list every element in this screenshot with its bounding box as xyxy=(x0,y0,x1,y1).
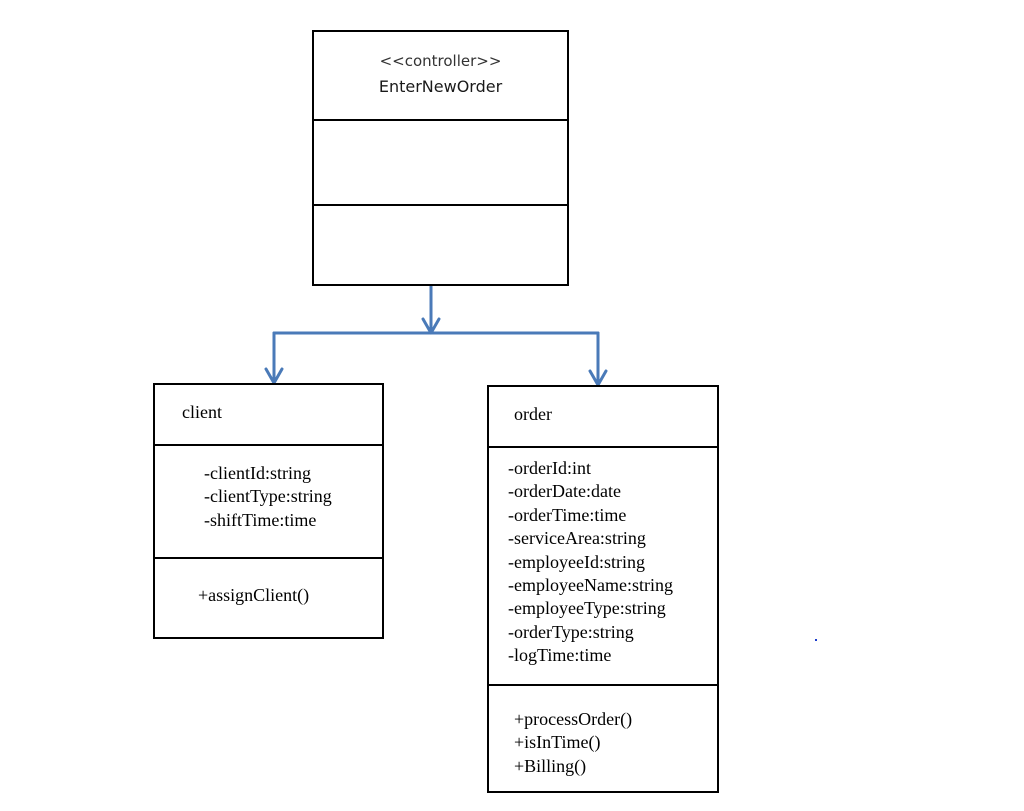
order-class-box: order -orderId:int -orderDate:date -orde… xyxy=(487,385,719,793)
order-attribute: -employeeId:string xyxy=(508,551,645,572)
order-operation: +processOrder() xyxy=(514,709,633,729)
client-operation: +assignClient() xyxy=(198,585,310,605)
order-attribute: -employeeType:string xyxy=(508,598,666,619)
order-operation-list: +processOrder() +isInTime() +Billing() xyxy=(514,708,632,778)
client-name-compartment: client xyxy=(155,385,382,446)
order-attribute: -orderType:string xyxy=(508,621,634,642)
order-attribute: -serviceArea:string xyxy=(508,528,646,549)
client-operation-list: +assignClient() xyxy=(198,584,309,607)
order-attribute: -employeeName:string xyxy=(508,575,673,596)
client-attribute: -shiftTime:time xyxy=(204,509,317,530)
client-attributes-compartment: -clientId:string -clientType:string -shi… xyxy=(155,444,382,559)
controller-operations-compartment xyxy=(314,204,567,284)
order-class-name: order xyxy=(514,404,552,424)
order-operation: +Billing() xyxy=(514,755,587,776)
order-operation: +isInTime() xyxy=(514,732,601,753)
order-attribute: -orderId:int xyxy=(508,458,591,478)
order-attribute: -orderDate:date xyxy=(508,481,621,502)
order-attribute: -logTime:time xyxy=(508,645,612,666)
order-attribute-list: -orderId:int -orderDate:date -orderTime:… xyxy=(508,457,673,668)
client-attribute: -clientId:string xyxy=(204,463,311,483)
order-attribute: -orderTime:time xyxy=(508,504,627,525)
controller-name-compartment: <<controller>> EnterNewOrder xyxy=(314,32,567,119)
order-operations-compartment: +processOrder() +isInTime() +Billing() xyxy=(489,684,717,791)
client-operations-compartment: +assignClient() xyxy=(155,557,382,637)
stray-dot xyxy=(815,639,817,641)
order-attributes-compartment: -orderId:int -orderDate:date -orderTime:… xyxy=(489,446,717,686)
client-attribute: -clientType:string xyxy=(204,486,332,507)
client-attribute-list: -clientId:string -clientType:string -shi… xyxy=(204,462,332,532)
controller-attributes-compartment xyxy=(314,119,567,206)
client-class-box: client -clientId:string -clientType:stri… xyxy=(153,383,384,639)
client-class-name: client xyxy=(182,402,222,422)
controller-class-box: <<controller>> EnterNewOrder xyxy=(312,30,569,286)
controller-class-name: EnterNewOrder xyxy=(378,77,503,96)
controller-stereotype: <<controller>> xyxy=(379,52,502,70)
order-name-compartment: order xyxy=(489,387,717,448)
